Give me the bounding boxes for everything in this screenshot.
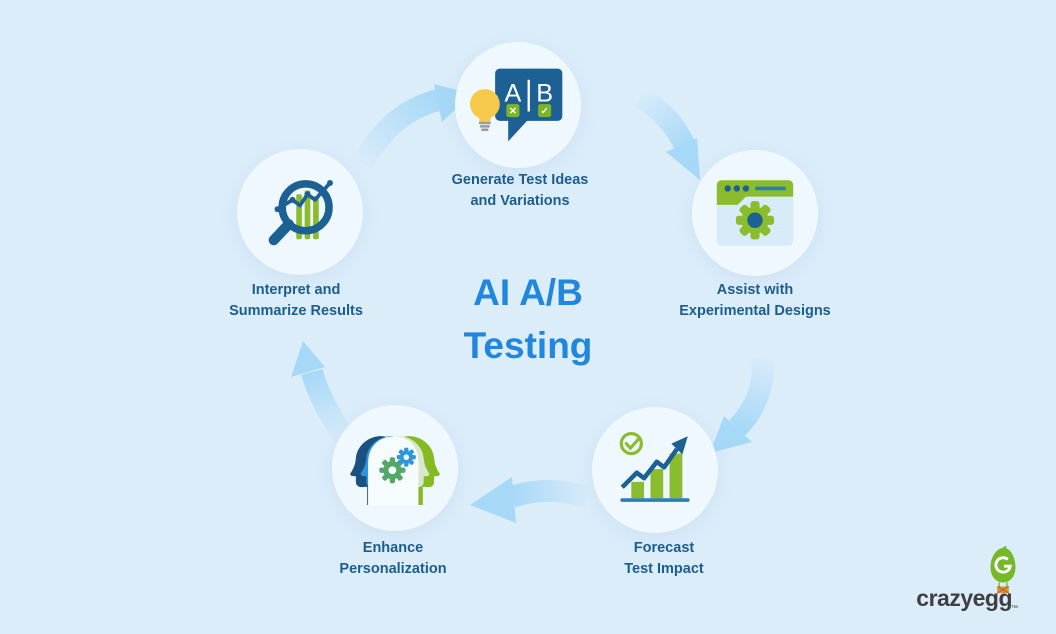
label-generate-test-ideas: Generate Test Ideas and Variations xyxy=(405,170,635,212)
label-line: Generate Test Ideas xyxy=(451,172,589,188)
check-circle-icon xyxy=(619,431,643,456)
flow-arrow-right-to-bottomright xyxy=(710,355,774,453)
heads-gears-icon xyxy=(350,435,440,505)
growth-chart-check-icon xyxy=(619,431,690,502)
crazyegg-logo-text: crazyegg xyxy=(916,585,1012,611)
label-enhance-personalization: Enhance Personalization xyxy=(278,538,508,580)
flow-arrow-bottomleft-to-left xyxy=(291,341,354,443)
node-generate-test-ideas: A B ✕ ✓ xyxy=(455,42,581,168)
crazyegg-balloon-icon xyxy=(990,546,1016,594)
label-line: Summarize Results xyxy=(229,303,363,319)
label-line: Test Impact xyxy=(624,561,704,577)
page-title: AI A/B Testing xyxy=(400,266,656,372)
variant-b-letter: B xyxy=(536,79,553,107)
magnifier-chart-icon xyxy=(268,179,333,245)
flow-arrow-top-to-right xyxy=(634,87,700,180)
page-title-line1: AI A/B xyxy=(473,272,583,313)
label-line: Enhance xyxy=(362,540,424,556)
label-line: Assist with xyxy=(716,282,794,298)
label-interpret-summarize-results: Interpret and Summarize Results xyxy=(181,280,411,322)
node-interpret-summarize-results xyxy=(237,149,363,275)
label-line: Experimental Designs xyxy=(679,303,831,319)
variant-a-x-mark: ✕ xyxy=(509,106,517,116)
label-line: and Variations xyxy=(470,193,570,209)
variant-a-letter: A xyxy=(504,79,521,107)
label-line: Forecast xyxy=(633,540,695,556)
browser-gear-icon xyxy=(716,180,794,246)
flow-arrow-bottomright-to-bottomleft xyxy=(470,477,592,523)
label-assist-experimental-designs: Assist with Experimental Designs xyxy=(640,280,870,322)
label-line: Personalization xyxy=(339,561,447,577)
variant-b-check-mark: ✓ xyxy=(541,106,549,116)
lightbulb-ab-speech-icon: A B ✕ ✓ xyxy=(469,68,563,142)
crazyegg-logo: crazyegg ™ xyxy=(906,546,1026,614)
label-forecast-test-impact: Forecast Test Impact xyxy=(549,538,779,580)
lightbulb-icon xyxy=(469,89,500,119)
node-assist-experimental-designs xyxy=(692,150,818,276)
node-enhance-personalization xyxy=(332,405,458,531)
label-line: Interpret and xyxy=(251,282,341,298)
crazyegg-trademark: ™ xyxy=(1011,605,1018,612)
page-title-line2: Testing xyxy=(463,325,593,366)
node-forecast-test-impact xyxy=(592,407,718,533)
